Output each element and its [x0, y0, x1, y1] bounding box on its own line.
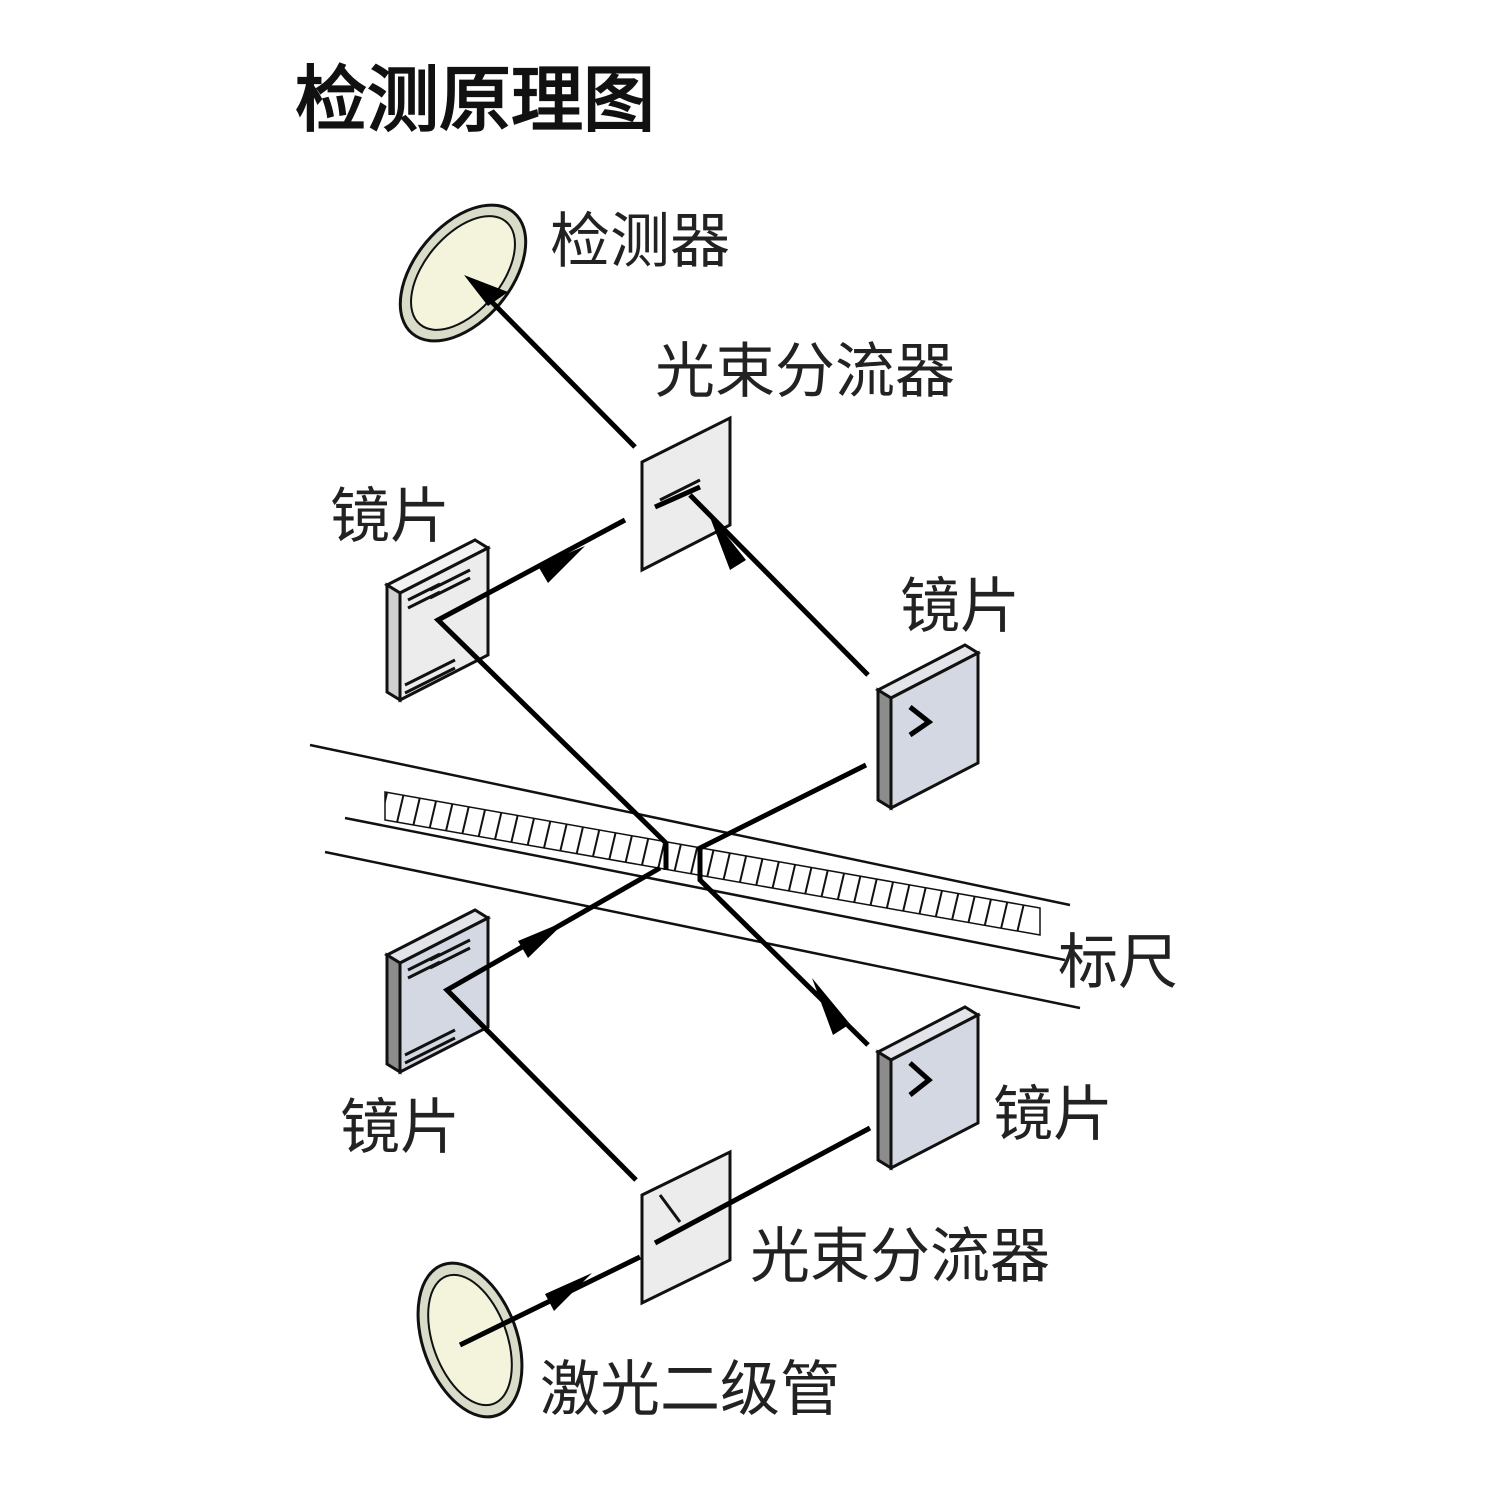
label-laser-diode: 激光二级管: [540, 1355, 840, 1425]
mirror-top-left-slat-6: [404, 666, 456, 695]
label-beam-splitter-top: 光束分流器: [655, 337, 955, 407]
label-detector: 检测器: [550, 207, 730, 277]
label-beam-splitter-bottom: 光束分流器: [750, 1222, 1050, 1292]
mirror-top-right-side-face: [876, 687, 893, 811]
beam-to-detector: [483, 293, 637, 449]
beam-right-lower-loop: [697, 762, 870, 1047]
arrow-to-detector: [464, 275, 508, 306]
mirror-bottom-left-slat-5: [404, 1028, 456, 1057]
mirror-bottom-left-slat-4: [429, 946, 471, 970]
scale-hatch-line: [706, 792, 748, 935]
scale-hatch-line: [519, 792, 561, 935]
scale-hatch-line: [825, 792, 867, 935]
mirror-top-left-slat-5: [404, 658, 456, 687]
scale-hatch-line: [757, 792, 799, 935]
mirror-bottom-left-front-face: [398, 915, 490, 1075]
arrow-upper-left: [538, 546, 585, 583]
diagram-title: 检测原理图: [295, 58, 655, 142]
mirror-bottom-right-front-face: [889, 1012, 980, 1171]
scale-edge-bottom: [324, 850, 1081, 1010]
arrowheads: [464, 275, 850, 1311]
arrow-upper-right: [708, 512, 746, 570]
scale-hatch-line: [995, 792, 1037, 935]
scale-edge-middle: [344, 816, 1066, 962]
scale-grating-outline: [384, 791, 1041, 936]
mirror-bottom-left-slat-6: [404, 1036, 456, 1065]
beam-right-upper-reflection: [908, 705, 934, 738]
scale-hatch-line: [893, 792, 935, 935]
mirror-top-right-front-face: [889, 650, 980, 811]
beam-left-upper-loop: [433, 517, 669, 870]
label-mirror-top-right: 镜片: [900, 572, 1020, 642]
scale-hatch-line: [1012, 792, 1040, 935]
label-mirror-bottom-left: 镜片: [340, 1093, 460, 1163]
mirror-top-left-slat-4: [429, 576, 471, 600]
mirror-bottom-left: [383, 908, 492, 1075]
scale-hatch-line: [485, 792, 527, 935]
mirror-bottom-left-side-face: [385, 952, 402, 1075]
beam-right-to-top-splitter: [688, 493, 870, 677]
scale-hatch-line: [910, 792, 952, 935]
label-mirror-top-left: 镜片: [330, 482, 450, 552]
beam-right-lower-reflection: [908, 1061, 933, 1097]
beam-splitter-top-mark: [659, 478, 701, 502]
beam-splitter-bottom-mark: [658, 1194, 682, 1223]
label-mirror-bottom-right: 镜片: [993, 1080, 1113, 1150]
mirror-top-right: [874, 643, 982, 811]
scale-hatch-line: [502, 792, 544, 935]
mirror-top-left-side-face: [385, 582, 402, 703]
scale-hatch-line: [927, 792, 969, 935]
beam-left-lower-loop: [442, 865, 662, 1182]
scale-hatch-line: [400, 792, 442, 935]
label-scale: 标尺: [1058, 928, 1178, 998]
beam-splitter-to-right-mirror: [653, 1125, 872, 1246]
mirror-top-left-slat-3: [429, 568, 471, 592]
scale-hatch-line: [808, 792, 850, 935]
arrow-lower-right: [812, 978, 850, 1035]
arrow-lower-left: [518, 921, 566, 958]
mirror-bottom-right: [874, 1005, 982, 1171]
arrow-laser: [545, 1273, 592, 1311]
mirror-top-left: [383, 538, 492, 703]
scale-edge-top: [309, 743, 1071, 907]
mirror-bottom-right-side-face: [876, 1049, 893, 1171]
scale-hatch-line: [978, 792, 1020, 935]
mirror-bottom-left-slat-3: [429, 938, 471, 962]
scale-hatch-line: [689, 792, 731, 935]
beam-top-splitter-inner: [653, 484, 702, 510]
